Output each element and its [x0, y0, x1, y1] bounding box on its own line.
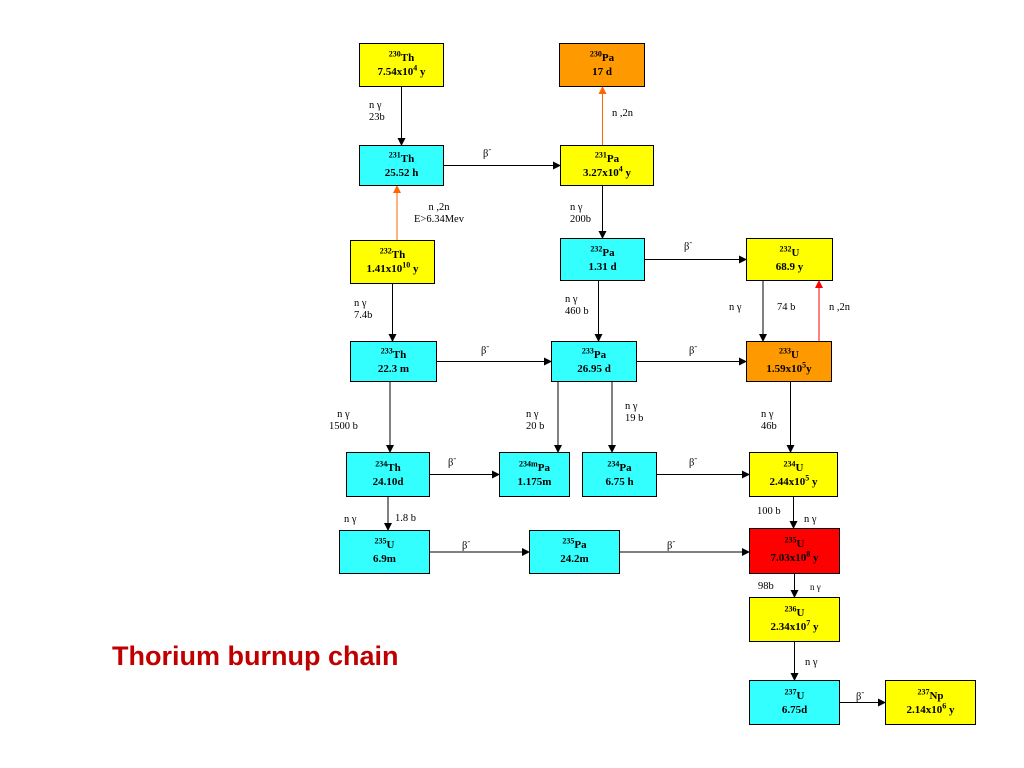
label-th234-ng: n γ	[344, 514, 357, 525]
label-pa235-beta: β-	[667, 536, 676, 552]
half-life-label: 25.52 h	[384, 166, 419, 179]
isotope-label: 233U	[779, 345, 799, 361]
half-life-label: 26.95 d	[577, 362, 611, 375]
label-pa231-n2n: n ,2n	[612, 108, 633, 119]
isotope-label: 230Pa	[589, 49, 615, 64]
label-u235-98b: 98b	[758, 581, 774, 592]
half-life-label: 24.2m	[560, 553, 589, 565]
isotope-label: 234Pa	[607, 458, 632, 474]
label-u235a-beta: β-	[462, 536, 471, 552]
diagram-title: Thorium burnup chain	[112, 641, 399, 671]
half-life-label: 22.3 m	[377, 362, 410, 375]
isotope-label: 232Th	[379, 246, 406, 261]
isotope-label: 231Th	[388, 149, 415, 165]
isotope-label: 231Pa	[594, 149, 620, 165]
half-life-label: 7.03x108 y	[770, 549, 819, 564]
half-life-label: 17 d	[592, 66, 612, 78]
isotope-label: 237U	[784, 686, 805, 702]
isotope-label: 232U	[779, 243, 800, 259]
label-pa232-beta: β-	[684, 237, 693, 253]
node-u235-short: 235U 6.9m	[339, 530, 430, 574]
label-u237-beta: β-	[856, 687, 865, 703]
half-life-label: 1.175m	[517, 475, 552, 488]
label-u236-ng: n γ	[805, 657, 818, 668]
isotope-label: 233Pa	[581, 345, 607, 361]
isotope-label: 232Pa	[590, 243, 615, 259]
label-th233-beta: β-	[481, 341, 490, 357]
label-u232-74b: 74 b	[777, 302, 796, 313]
half-life-label: 1.31 d	[588, 260, 617, 273]
label-u235-ng: n γ	[810, 582, 821, 592]
half-life-label: 3.27x104 y	[583, 163, 631, 179]
half-life-label: 1.41x1010 y	[366, 260, 419, 275]
isotope-label: 235U	[784, 535, 805, 550]
label-u234-100b: 100 b	[757, 506, 781, 517]
isotope-label: 237Np	[917, 686, 944, 702]
half-life-label: 1.59x105y	[766, 359, 812, 375]
half-life-label: 2.44x105 y	[769, 472, 818, 488]
isotope-label: 234Th	[375, 458, 401, 474]
label-u233-n2n: n ,2n	[829, 302, 850, 313]
node-pa230: 230Pa 17 d	[559, 43, 645, 87]
half-life-label: 7.54x104 y	[377, 63, 426, 78]
node-pa235: 235Pa 24.2m	[529, 530, 620, 574]
label-pa233-beta: β-	[689, 341, 698, 357]
half-life-label: 6.9m	[373, 553, 396, 565]
half-life-label: 2.34x107 y	[770, 617, 819, 633]
isotope-label: 233Th	[380, 345, 407, 361]
isotope-label: 235Pa	[562, 536, 587, 551]
isotope-label: 234U	[783, 458, 804, 474]
label-th231-beta: β-	[483, 144, 492, 160]
label-th234-beta: β-	[448, 453, 457, 469]
isotope-label: 234mPa	[519, 458, 550, 474]
isotope-label: 230Th	[388, 49, 415, 64]
half-life-label: 24.10d	[372, 475, 404, 488]
isotope-label: 235U	[374, 536, 395, 551]
label-th234-18b: 1.8 b	[395, 513, 416, 524]
half-life-label: 6.75d	[781, 703, 808, 716]
label-pa234-beta: β-	[689, 453, 698, 469]
isotope-label: 236U	[784, 603, 805, 619]
half-life-label: 2.14x106 y	[906, 700, 955, 716]
half-life-label: 68.9 y	[775, 260, 804, 273]
label-u234-ng: n γ	[804, 514, 817, 525]
label-u232-ng: n γ	[729, 302, 742, 313]
half-life-label: 6.75 h	[605, 475, 634, 488]
